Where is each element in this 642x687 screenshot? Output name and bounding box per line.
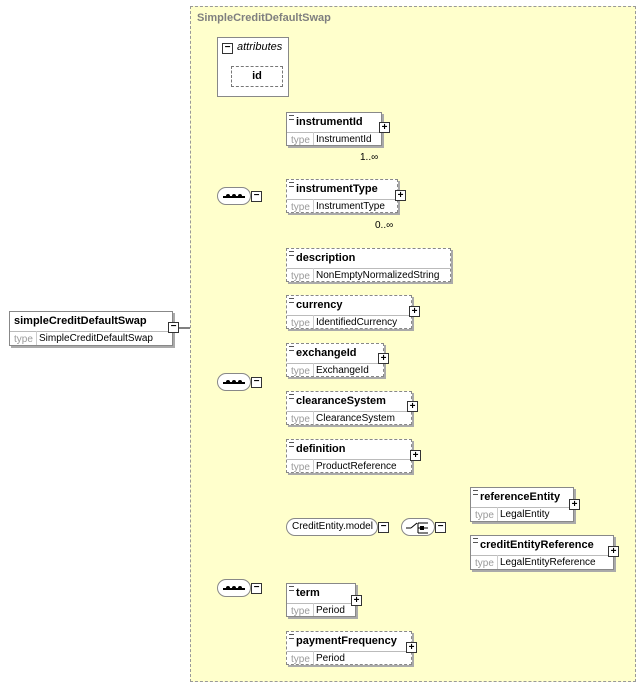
type-label: type — [291, 654, 310, 665]
type-value: ExchangeId — [316, 365, 369, 376]
element-name: instrumentType — [296, 183, 378, 195]
element-name: instrumentId — [296, 116, 363, 128]
element-creditEntityReference[interactable]: creditEntityReference type LegalEntityRe… — [470, 535, 614, 570]
cardinality: 1..∞ — [360, 152, 379, 163]
panel-title: SimpleCreditDefaultSwap — [197, 12, 331, 24]
type-label: type — [291, 271, 310, 282]
type-value: InstrumentId — [316, 134, 372, 145]
model-group[interactable]: CreditEntity.model — [286, 518, 378, 536]
element-currency[interactable]: currency type IdentifiedCurrency — [286, 295, 412, 329]
element-name: currency — [296, 299, 343, 311]
expand-icon[interactable]: + — [407, 401, 418, 412]
type-label: type — [291, 366, 310, 377]
element-name: term — [296, 587, 320, 599]
collapse-icon[interactable]: − — [251, 191, 262, 202]
expand-icon[interactable]: + — [395, 190, 406, 201]
type-label: type — [291, 414, 310, 425]
expand-icon[interactable]: + — [351, 595, 362, 606]
type-label: type — [475, 510, 494, 521]
type-label: type — [291, 462, 310, 473]
expand-icon[interactable]: + — [410, 450, 421, 461]
element-name: simpleCreditDefaultSwap — [14, 315, 147, 327]
sequence-icon[interactable] — [217, 373, 251, 391]
element-name: paymentFrequency — [296, 635, 397, 647]
expand-icon[interactable]: + — [378, 353, 389, 364]
expand-icon[interactable]: + — [406, 642, 417, 653]
expand-icon[interactable]: + — [379, 122, 390, 133]
type-value: NonEmptyNormalizedString — [316, 270, 440, 281]
element-instrumentId[interactable]: instrumentId type InstrumentId — [286, 112, 382, 146]
element-name: referenceEntity — [480, 491, 561, 503]
expand-icon[interactable]: + — [569, 499, 580, 510]
type-value: ClearanceSystem — [316, 413, 395, 424]
element-paymentFrequency[interactable]: paymentFrequency type Period — [286, 631, 412, 665]
type-label: type — [291, 606, 310, 617]
root-element[interactable]: simpleCreditDefaultSwap type SimpleCredi… — [9, 311, 173, 346]
type-value: SimpleCreditDefaultSwap — [39, 333, 153, 344]
complex-type-panel — [190, 6, 636, 682]
expand-icon[interactable]: + — [608, 546, 619, 557]
type-label: type — [475, 558, 494, 569]
collapse-icon[interactable]: − — [168, 322, 179, 333]
type-label: type — [291, 202, 310, 213]
type-label: type — [14, 334, 33, 345]
type-value: Period — [316, 653, 345, 664]
type-value: LegalEntity — [500, 509, 550, 520]
element-description[interactable]: description type NonEmptyNormalizedStrin… — [286, 248, 451, 282]
type-value: InstrumentType — [316, 201, 385, 212]
choice-icon[interactable] — [401, 518, 435, 536]
element-term[interactable]: term type Period — [286, 583, 356, 617]
attributes-label: attributes — [237, 41, 283, 53]
element-instrumentType[interactable]: instrumentType type InstrumentType — [286, 179, 398, 213]
type-value: LegalEntityReference — [500, 557, 596, 568]
type-value: Period — [316, 605, 345, 616]
type-value: IdentifiedCurrency — [316, 317, 398, 328]
element-referenceEntity[interactable]: referenceEntity type LegalEntity — [470, 487, 574, 522]
element-exchangeId[interactable]: exchangeId type ExchangeId — [286, 343, 384, 377]
sequence-icon[interactable] — [217, 579, 251, 597]
choice-symbol — [406, 522, 428, 534]
element-name: clearanceSystem — [296, 395, 386, 407]
element-name: description — [296, 252, 356, 264]
attributes-box[interactable]: − attributes id — [217, 37, 289, 97]
attribute-id[interactable]: id — [231, 66, 283, 87]
type-label: type — [291, 135, 310, 146]
collapse-icon[interactable]: − — [435, 522, 446, 533]
element-definition[interactable]: definition type ProductReference — [286, 439, 412, 473]
element-clearanceSystem[interactable]: clearanceSystem type ClearanceSystem — [286, 391, 412, 425]
collapse-icon[interactable]: − — [251, 377, 262, 388]
type-value: ProductReference — [316, 461, 397, 472]
collapse-icon[interactable]: − — [222, 43, 233, 54]
type-label: type — [291, 318, 310, 329]
collapse-icon[interactable]: − — [251, 583, 262, 594]
sequence-icon[interactable] — [217, 187, 251, 205]
cardinality: 0..∞ — [375, 220, 394, 231]
element-name: exchangeId — [296, 347, 357, 359]
element-name: creditEntityReference — [480, 539, 594, 551]
element-name: definition — [296, 443, 346, 455]
collapse-icon[interactable]: − — [378, 522, 389, 533]
expand-icon[interactable]: + — [409, 306, 420, 317]
